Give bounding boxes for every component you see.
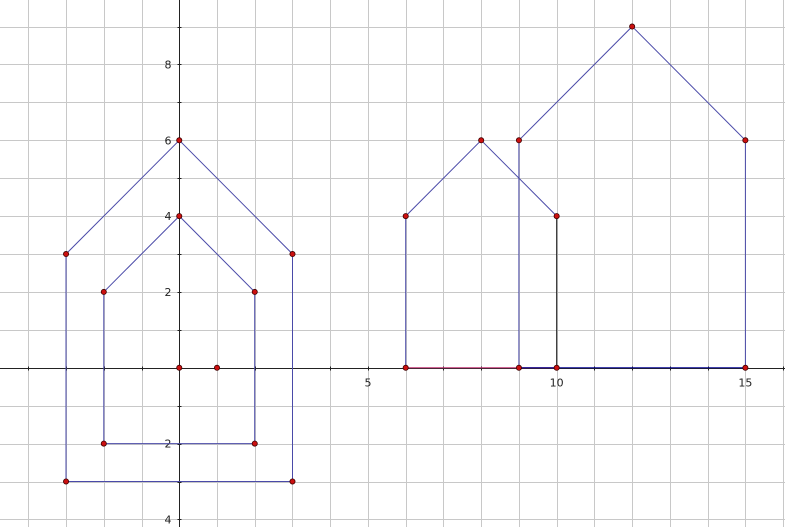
y-tick-label: 6 xyxy=(165,134,172,147)
point[interactable] xyxy=(63,478,70,485)
point[interactable] xyxy=(251,440,258,447)
outer-house-left xyxy=(65,139,293,482)
point[interactable] xyxy=(100,440,107,447)
points xyxy=(63,23,749,485)
point[interactable] xyxy=(515,137,522,144)
y-tick-label: 4 xyxy=(165,513,172,526)
point[interactable] xyxy=(402,213,409,220)
point[interactable] xyxy=(176,364,183,371)
y-tick-label: 4 xyxy=(165,210,172,223)
x-tick-label: 10 xyxy=(550,377,564,390)
y-tick-label: 8 xyxy=(165,58,172,71)
point[interactable] xyxy=(742,364,749,371)
inner-house-left xyxy=(103,215,256,445)
point[interactable] xyxy=(251,288,258,295)
point[interactable] xyxy=(214,364,221,371)
point[interactable] xyxy=(100,288,107,295)
point[interactable] xyxy=(176,137,183,144)
y-tick-label: 2 xyxy=(165,286,172,299)
point[interactable] xyxy=(289,251,296,258)
point[interactable] xyxy=(553,364,560,371)
x-tick-label: 5 xyxy=(364,377,371,390)
point[interactable] xyxy=(515,364,522,371)
x-tick-label: 15 xyxy=(738,377,752,390)
point[interactable] xyxy=(742,137,749,144)
point[interactable] xyxy=(629,23,636,30)
point[interactable] xyxy=(176,213,183,220)
point[interactable] xyxy=(63,251,70,258)
point[interactable] xyxy=(289,478,296,485)
point[interactable] xyxy=(553,213,560,220)
point[interactable] xyxy=(402,364,409,371)
point[interactable] xyxy=(478,137,485,144)
